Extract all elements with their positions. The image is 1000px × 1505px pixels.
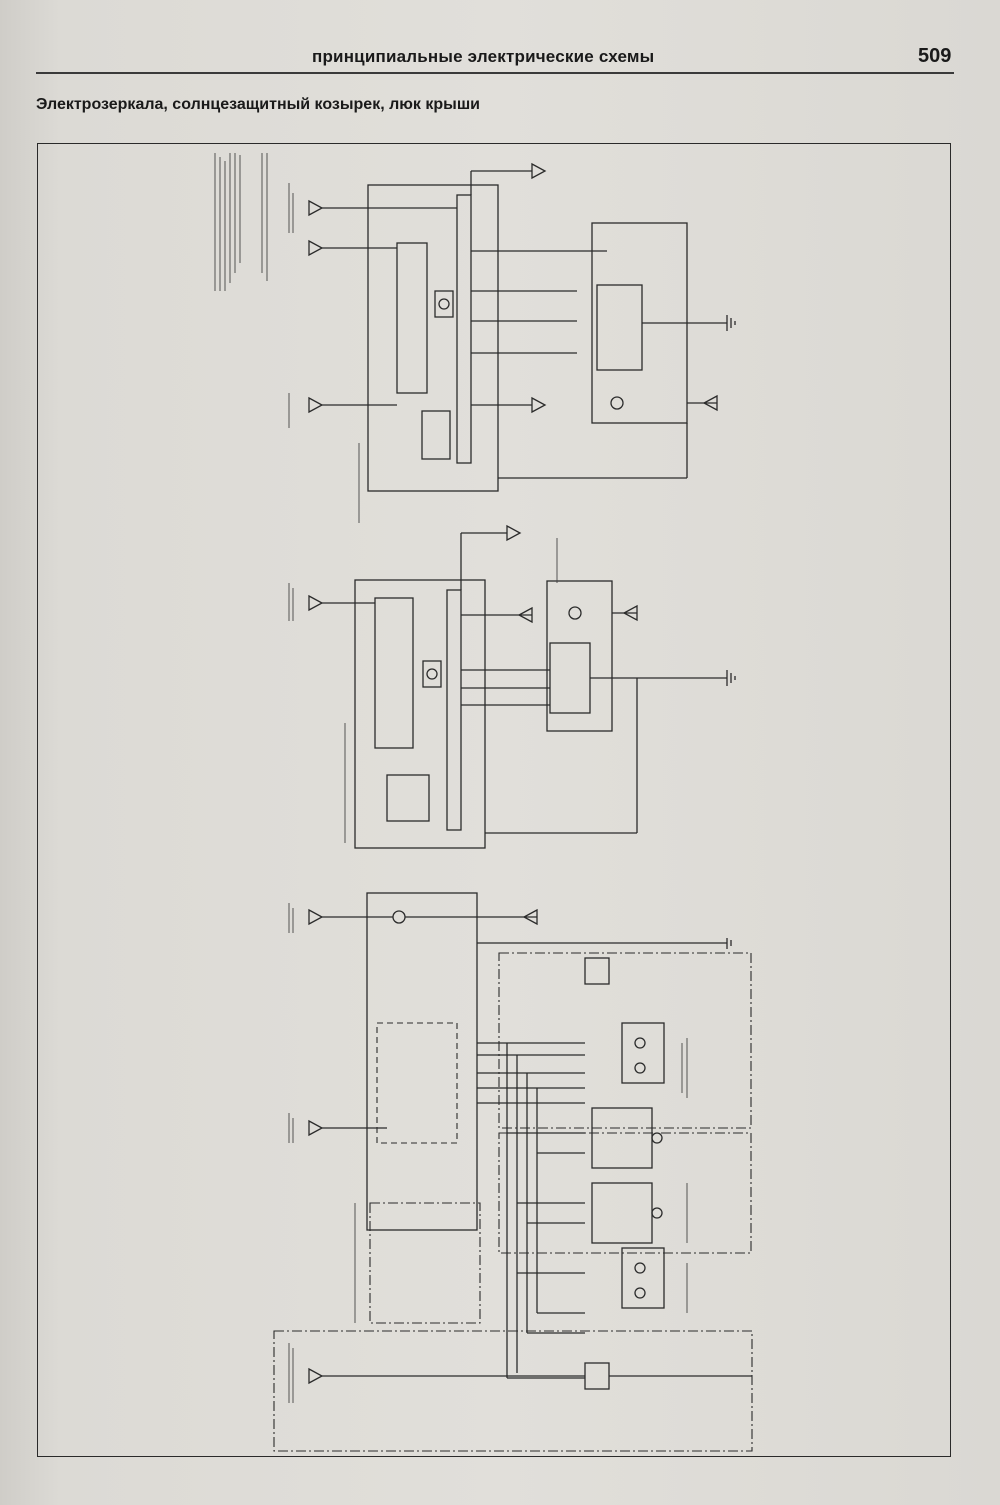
left-mirror-actuators	[498, 1132, 752, 1254]
connector-arrow	[308, 1119, 324, 1137]
right-mirror-assembly	[498, 952, 752, 1129]
visor-motor-box	[422, 660, 442, 688]
legend-text-block	[214, 153, 268, 291]
sunroof-sensor	[421, 410, 451, 460]
mirror-heater-circuit	[273, 1330, 753, 1452]
connector-arrow	[517, 606, 533, 624]
sunroof-circuit	[214, 153, 736, 523]
bottom-left-labels	[288, 903, 688, 1403]
running-header: принципиальные электрические схемы	[312, 47, 655, 66]
section-title: Электрозеркала, солнцезащитный козырек, …	[36, 96, 480, 113]
connector-arrow	[308, 1367, 324, 1385]
visor-switch	[549, 642, 591, 714]
page-number: 509	[918, 45, 952, 67]
mirror-switch-unit	[366, 892, 478, 1231]
sunroof-motor-icon	[438, 298, 450, 310]
sunroof-control-ic	[456, 194, 472, 464]
connector-arrow	[308, 239, 324, 257]
mirror-adjust-switch	[369, 1202, 481, 1324]
sunroof-motor-box	[434, 290, 454, 318]
motor-icon	[651, 1132, 663, 1144]
motor-icon	[651, 1207, 663, 1219]
visor-switch-assembly	[546, 580, 613, 732]
mirror-lamp	[392, 910, 406, 924]
visor-relay-block	[374, 597, 414, 749]
visor-control-ic	[446, 589, 462, 831]
connector-arrow	[308, 908, 324, 926]
connector-arrow	[531, 396, 547, 414]
sunroof-switch	[596, 284, 643, 371]
left-fold-motor	[591, 1182, 653, 1244]
right-fold-motor	[591, 1107, 653, 1169]
sunroof-relay-block	[396, 242, 428, 394]
sunroof-control-unit	[367, 184, 499, 492]
visor-sensor	[386, 774, 430, 822]
motor-icon	[634, 1037, 646, 1049]
diagram-frame	[37, 143, 951, 1457]
connector-arrow	[308, 199, 324, 217]
visor-motor-icon	[426, 668, 438, 680]
connector-arrow	[308, 594, 324, 612]
connector-arrow	[622, 604, 638, 622]
motor-icon	[634, 1262, 646, 1274]
motor-icon	[634, 1062, 646, 1074]
motor-icon	[634, 1287, 646, 1299]
power-mirror-circuit	[273, 892, 753, 1452]
connector-arrow	[531, 162, 547, 180]
connector-arrow	[702, 394, 718, 412]
header-rule	[36, 72, 954, 74]
heater-element-right	[584, 957, 610, 985]
top-left-labels	[288, 183, 360, 523]
wiring-diagram	[214, 153, 753, 1452]
mirror-selector-switch	[376, 1022, 458, 1144]
connector-arrow	[522, 908, 538, 926]
visor-control-unit	[354, 579, 486, 849]
heater-element-left	[584, 1362, 610, 1390]
sun-visor-circuit	[288, 524, 736, 849]
indicator-lamp	[568, 606, 582, 620]
indicator-lamp	[610, 396, 624, 410]
left-mirror-motors	[621, 1247, 665, 1309]
connector-arrow	[506, 524, 522, 542]
middle-left-labels	[288, 538, 558, 843]
right-mirror-motors	[621, 1022, 665, 1084]
connector-arrow	[308, 396, 324, 414]
